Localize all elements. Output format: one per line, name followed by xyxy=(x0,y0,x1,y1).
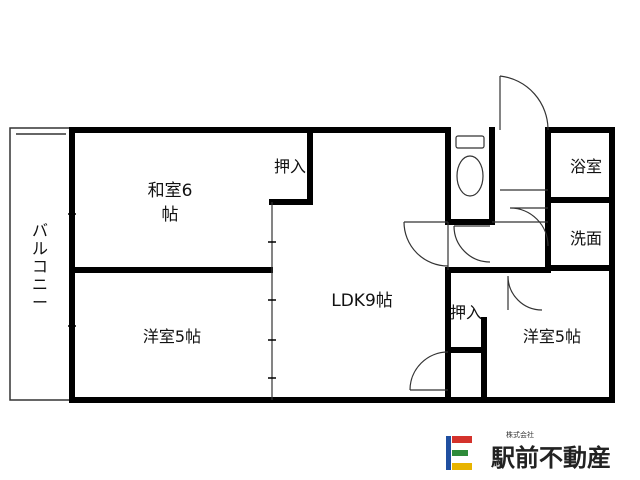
logo-bar-red xyxy=(452,436,472,443)
toilet-fixture xyxy=(455,135,485,197)
room-label-washroom: 洗面 xyxy=(570,229,602,248)
closet-door xyxy=(409,351,449,391)
logo-bar-blue xyxy=(446,436,451,470)
wall-bottom-right xyxy=(481,265,615,403)
brand-name: 駅前不動産 xyxy=(491,444,611,472)
balcony-char-2: ル xyxy=(32,239,48,258)
entry-door xyxy=(403,221,449,267)
room-label-yoshitsu-left: 洋室5帖 xyxy=(143,327,201,346)
entrance-door xyxy=(499,75,549,131)
logo-bar-green xyxy=(452,450,468,456)
doors xyxy=(403,75,549,391)
washroom-door xyxy=(509,207,549,247)
wall-closet-top xyxy=(269,127,313,205)
balcony-char-5: ー xyxy=(32,293,48,312)
wall-left-bottom xyxy=(69,127,487,403)
balcony-char-3: コ xyxy=(32,257,48,276)
room-label-washitsu: 和室6 xyxy=(148,181,193,201)
wall-ticks xyxy=(68,213,276,379)
toilet-door xyxy=(453,225,491,263)
logo-bar-yellow xyxy=(452,463,472,470)
interior-walls xyxy=(69,127,615,403)
room-label-oshiire-top: 押入 xyxy=(274,157,306,176)
bedroom-right-door xyxy=(507,275,543,311)
exterior-walls xyxy=(69,127,615,403)
room-label-ldk: LDK9帖 xyxy=(331,291,393,311)
balcony-char-4: ニ xyxy=(32,275,48,294)
room-label-yoshitsu-right: 洋室5帖 xyxy=(523,327,581,346)
balcony-char-1: バ xyxy=(32,221,48,240)
room-label-oshiire-right: 押入 xyxy=(450,303,482,322)
brand-company-type: 株式会社 xyxy=(506,430,534,439)
balcony-label: バ ル コ ニ ー xyxy=(32,221,48,312)
thin-partitions xyxy=(271,189,548,400)
room-label-bath: 浴室 xyxy=(570,157,602,176)
room-label-washitsu-unit: 帖 xyxy=(162,205,179,225)
brand-logo xyxy=(446,436,472,470)
